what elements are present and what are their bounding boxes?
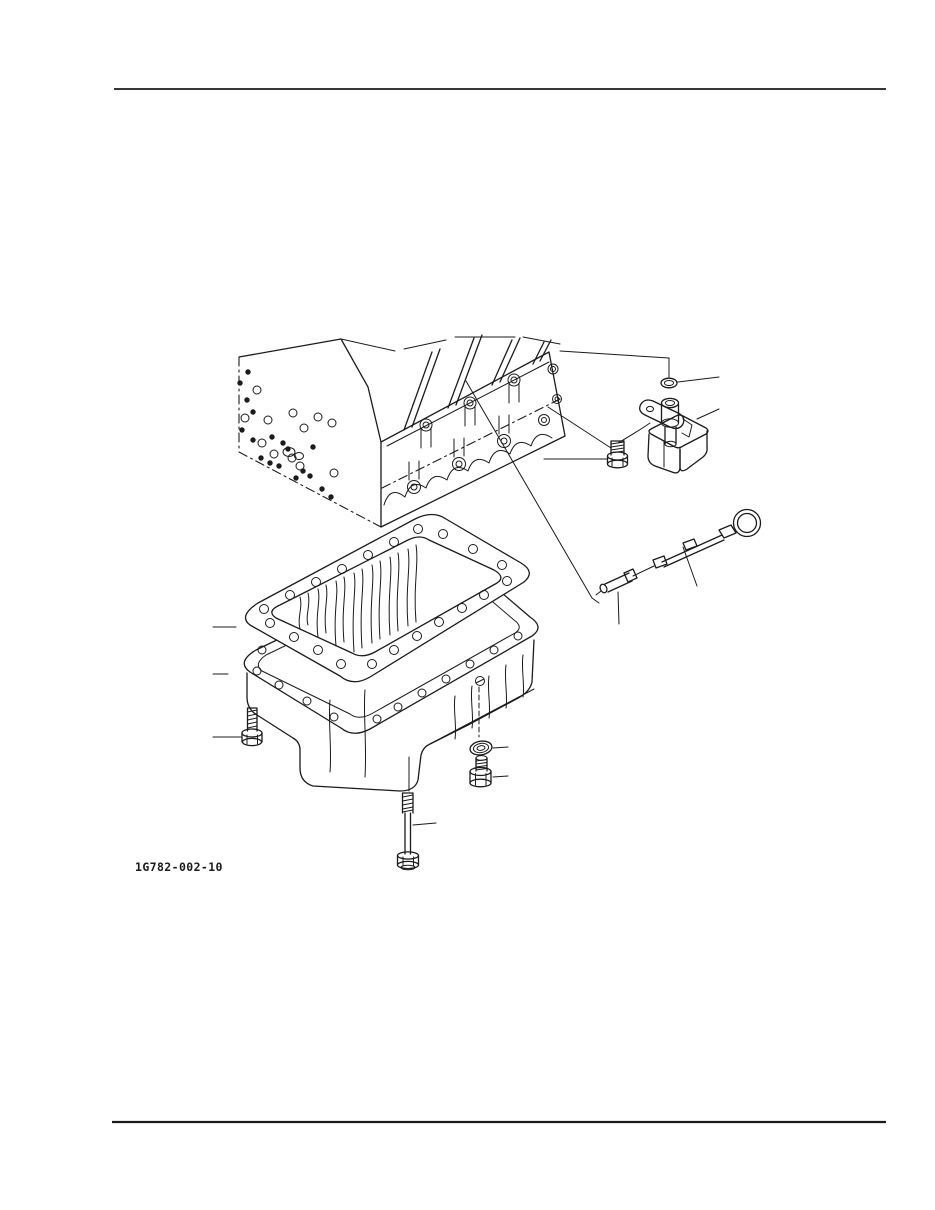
dipstick-tube-leader (465, 380, 600, 604)
sealing-washer (469, 740, 493, 756)
figure-code: 1G782-002-10 (135, 860, 223, 874)
dipstick-leader (682, 546, 698, 587)
o-ring-block-leader (559, 350, 670, 378)
flange-bolt (241, 707, 263, 747)
block-face-holes (237, 369, 339, 500)
drain-plug-leader (492, 775, 509, 778)
tube-end-leader (617, 591, 620, 625)
pan-end-ribs (453, 654, 525, 740)
drain-bolt-leader (412, 822, 437, 826)
drain-plug (469, 755, 492, 788)
gasket-holes (259, 524, 512, 669)
drain-bolt (396, 792, 420, 871)
mount-block (647, 414, 709, 474)
engine-block (237, 334, 566, 528)
pan-interior-ribs (298, 544, 418, 653)
washer-leader (492, 746, 509, 749)
callout-leader-lines (212, 350, 720, 826)
oil-pan-gasket (244, 513, 530, 683)
dipstick (595, 508, 762, 596)
drain-boss-marker (475, 676, 485, 686)
o-ring-leader (677, 376, 720, 383)
head-studs (403, 334, 552, 431)
mount-block-leader (696, 408, 720, 420)
o-ring (660, 377, 678, 389)
fitting-bolt (606, 440, 629, 469)
dipstick-guide-fitting (639, 397, 693, 448)
pan-rim-holes (252, 621, 523, 724)
